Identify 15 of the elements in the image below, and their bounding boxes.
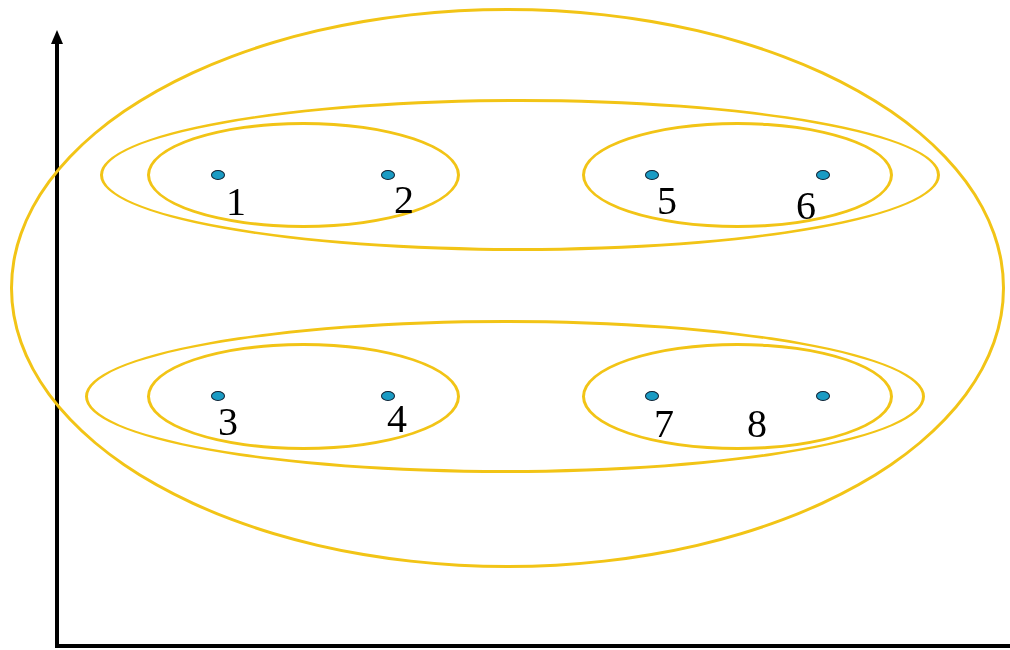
point-label: 3 (218, 402, 238, 442)
point-label: 1 (226, 182, 246, 222)
cluster-ellipse (85, 320, 925, 473)
cluster-ellipse (582, 122, 893, 228)
point-label: 4 (387, 399, 407, 439)
point-label: 5 (657, 181, 677, 221)
cluster-ellipse (100, 99, 940, 251)
point-label: 8 (747, 404, 767, 444)
point-label: 7 (654, 404, 674, 444)
cluster-ellipse (147, 343, 460, 450)
cluster-ellipse (10, 8, 1005, 568)
cluster-ellipse (582, 343, 893, 450)
point-label: 2 (394, 180, 414, 220)
cluster-ellipse (147, 122, 460, 228)
point-label: 6 (796, 186, 816, 226)
